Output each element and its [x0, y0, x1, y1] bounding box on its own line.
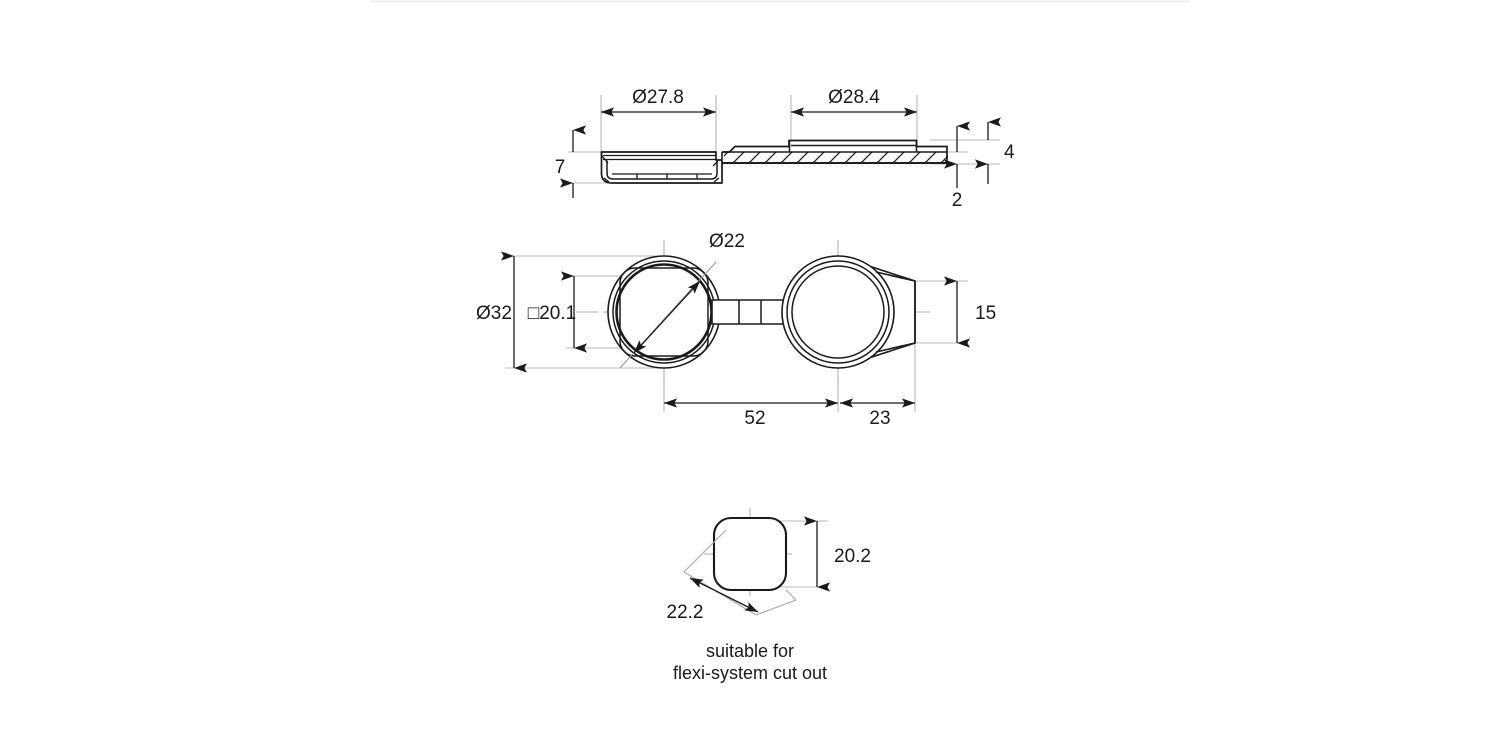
dimension-label-dia-22: Ø22	[709, 231, 745, 252]
connecting-strap	[711, 299, 787, 325]
cap-square-profile-20-1	[619, 267, 709, 357]
cutout-profile-shape	[712, 516, 788, 592]
dimension-c-22-2: 22.2	[667, 577, 759, 623]
washer-inner-circle	[791, 265, 885, 359]
dimension-label-dia-27-8: Ø27.8	[632, 87, 684, 108]
cap-plan-geometry	[607, 255, 721, 369]
dimension-dia-28-4: Ø28.4	[791, 87, 917, 117]
dimension-l-23: 23	[840, 398, 915, 429]
dimension-square-20-1: □20.1	[528, 271, 587, 353]
dimension-dia-32: Ø32	[476, 251, 527, 373]
dimension-label-c-20-2: 20.2	[834, 546, 871, 567]
dimension-label-h-2: 2	[952, 190, 963, 211]
dimension-label-square-20-1: □20.1	[528, 303, 576, 324]
dimension-label-c-22-2: 22.2	[667, 602, 704, 623]
cutout-detail-view: 22.2 20.2 suitable for flexi-system cut …	[667, 508, 871, 683]
dimension-l-52: 52	[664, 398, 838, 429]
cap-cavity-outline	[606, 160, 718, 180]
dimension-label-l-52: 52	[744, 408, 765, 429]
cutout-note-line-2: flexi-system cut out	[673, 663, 827, 683]
dimension-h-2: 2	[944, 121, 970, 211]
strap-body	[711, 299, 787, 325]
dimension-dia-22: Ø22	[619, 231, 745, 369]
dimension-label-h-15: 15	[975, 303, 996, 324]
dimension-c-20-2: 20.2	[804, 516, 871, 592]
dimension-h-4: 4	[975, 117, 1015, 184]
dia-22-arrow-line	[633, 280, 701, 354]
plan-view: Ø32 □20.1 Ø22 15 52 23	[476, 231, 996, 429]
washer-middle-circle	[786, 260, 890, 364]
washer-outer-circle	[781, 255, 895, 369]
cap-section-profile	[600, 151, 723, 184]
dimension-label-l-23: 23	[869, 408, 890, 429]
dimension-dia-27-8: Ø27.8	[601, 87, 716, 117]
flange-section-profile	[721, 139, 948, 164]
dimension-h-7: 7	[555, 125, 586, 198]
dimension-label-dia-28-4: Ø28.4	[828, 87, 880, 108]
dimension-label-h-4: 4	[1004, 142, 1015, 163]
dimension-label-h-7: 7	[555, 157, 566, 178]
side-section-view: Ø27.8 Ø28.4 7 2 4	[555, 87, 1015, 211]
dimension-h-15: 15	[944, 276, 996, 348]
dimension-label-dia-32: Ø32	[476, 303, 512, 324]
c-22-2-arrow-line	[689, 577, 759, 613]
washer-plan-geometry	[781, 255, 916, 369]
cutout-note-line-1: suitable for	[706, 641, 794, 661]
